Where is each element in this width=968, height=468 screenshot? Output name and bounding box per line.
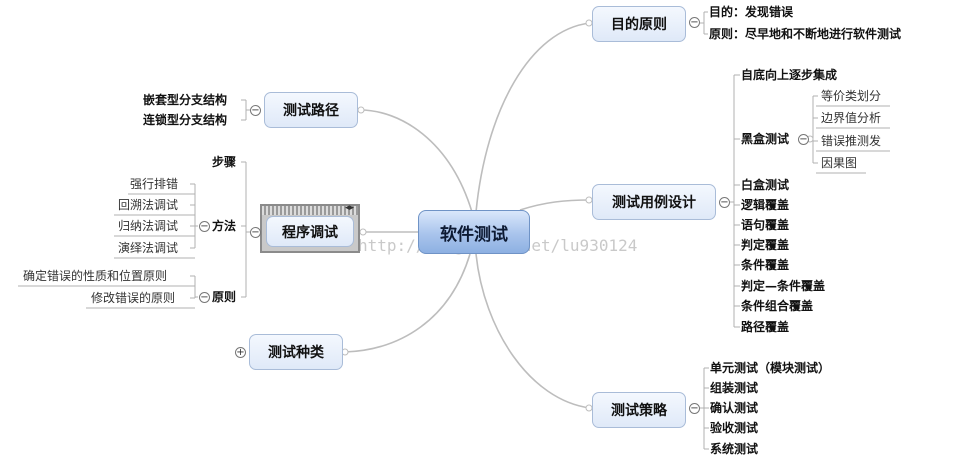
collapse-toggle-principles[interactable]: − [199,292,210,303]
leaf-case-bottom-up: 自底向上逐步集成 [741,68,838,82]
collapse-toggle-blackbox[interactable]: − [798,134,809,145]
leaf-blackbox-cause-effect: 因果图 [821,156,858,170]
collapse-toggle-case-design[interactable]: − [719,197,730,208]
leaf-case-blackbox: 黑盒测试 [741,132,790,146]
collapse-toggle-strategy[interactable]: − [689,403,700,414]
central-topic[interactable]: 软件测试 [418,210,530,254]
connector-case-design [519,199,591,211]
leaf-strategy-acceptance: 验收测试 [710,421,759,435]
bracket-debug [241,161,250,298]
leaf-method-deduction: 演绎法调试 [118,241,179,255]
leaf-debug-steps: 步骤 [212,155,237,169]
connector-purpose [475,22,591,213]
expand-toggle-types[interactable]: + [235,347,246,358]
node-types[interactable]: 测试种类 [249,334,343,370]
window-control-icon: ◂▸ [344,203,354,213]
connector-dot [357,106,365,114]
node-debug[interactable]: 程序调试 [266,216,354,247]
leaf-strategy-validation: 确认测试 [710,401,759,415]
leaf-case-condition-combination: 条件组合覆盖 [741,299,814,313]
underline-blackbox [816,105,890,174]
leaf-strategy-assembly: 组装测试 [710,381,759,395]
bracket-case-design [730,74,740,328]
collapse-toggle-methods[interactable]: − [199,221,210,232]
leaf-method-induction: 归纳法调试 [118,219,179,233]
leaf-debug-methods: 方法 [212,219,237,233]
node-case-design[interactable]: 测试用例设计 [592,184,716,220]
leaf-case-statement-coverage: 语句覆盖 [741,218,790,232]
leaf-method-backtracking: 回溯法调试 [118,198,179,212]
node-purpose[interactable]: 目的原则 [592,6,686,42]
bracket-methods [190,183,198,249]
leaf-case-condition-coverage: 条件覆盖 [741,258,790,272]
bracket-path [241,99,250,121]
leaf-case-decision-condition: 判定—条件覆盖 [741,279,826,293]
leaf-path-nested: 嵌套型分支结构 [143,93,228,107]
leaf-debug-principles: 原则 [212,290,237,304]
collapse-toggle-debug[interactable]: − [250,227,261,238]
connector-dot [359,228,367,236]
leaf-purpose-principle: 原则：尽早地和不断地进行软件测试 [709,27,902,41]
leaf-principle-fix: 修改错误的原则 [91,291,176,305]
node-path[interactable]: 测试路径 [264,92,358,128]
node-strategy[interactable]: 测试策略 [592,392,686,428]
collapse-toggle-path[interactable]: − [250,105,261,116]
collapse-toggle-purpose[interactable]: − [689,17,700,28]
bracket-principles [190,275,198,299]
leaf-case-decision-coverage: 判定覆盖 [741,238,790,252]
leaf-strategy-system: 系统测试 [710,442,759,456]
underline-methods [114,193,195,259]
leaf-case-whitebox: 白盒测试 [741,178,790,192]
leaf-purpose-goal: 目的：发现错误 [709,5,794,19]
leaf-case-path-coverage: 路径覆盖 [741,320,790,334]
bracket-strategy [700,367,709,450]
leaf-blackbox-boundary: 边界值分析 [821,111,882,125]
leaf-method-brute-force: 强行排错 [130,177,179,191]
underline-principles [18,285,195,309]
connector-strategy [475,253,591,409]
leaf-strategy-unit: 单元测试（模块测试） [710,361,831,375]
connector-types [344,253,471,353]
leaf-blackbox-equivalence: 等价类划分 [821,89,882,103]
window-titlebar [262,206,358,215]
bracket-purpose [700,11,708,35]
leaf-principle-locate: 确定错误的性质和位置原则 [23,269,168,283]
leaf-path-chained: 连锁型分支结构 [143,113,228,127]
leaf-blackbox-error-guess: 错误推测发 [821,134,882,148]
leaf-case-logic-coverage: 逻辑覆盖 [741,198,790,212]
connector-path [359,109,473,213]
